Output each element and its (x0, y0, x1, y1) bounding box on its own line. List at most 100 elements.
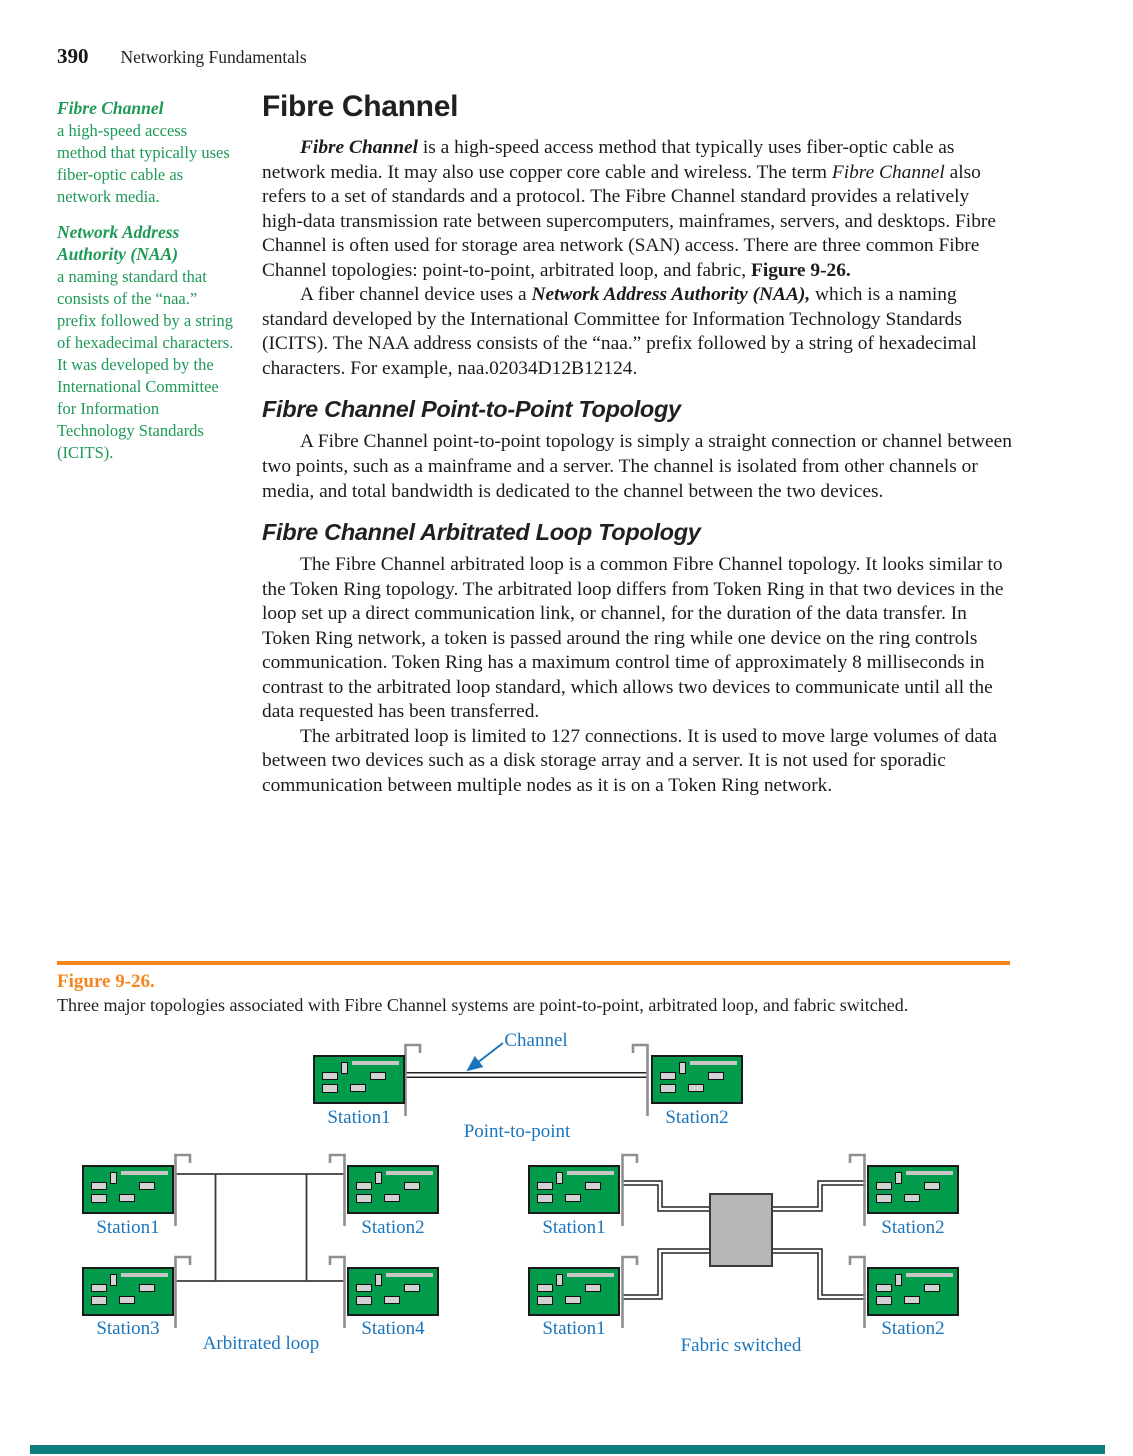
subsection-heading-arbitrated-loop: Fibre Channel Arbitrated Loop Topology (262, 519, 701, 546)
network-card (82, 1267, 174, 1316)
chip (876, 1284, 892, 1293)
fabric-switch (709, 1193, 773, 1267)
station-label: Station2 (881, 1217, 945, 1238)
chip (375, 1171, 382, 1184)
station-label: Station3 (96, 1318, 160, 1339)
network-card (651, 1055, 743, 1104)
station-label: Station1 (96, 1217, 160, 1238)
station-label: Station1 (542, 1318, 606, 1339)
chip (356, 1296, 372, 1305)
chip (565, 1193, 582, 1202)
card-connector-strip (120, 1171, 168, 1176)
definition-text: a high-speed access method that typicall… (57, 120, 230, 206)
definition-block-fibre-channel: Fibre Channel a high-speed access method… (57, 97, 240, 208)
chip (404, 1181, 421, 1190)
station-label: Station2 (665, 1107, 729, 1128)
chip (556, 1273, 563, 1286)
network-card (867, 1267, 959, 1316)
chapter-title: Networking Fundamentals (120, 47, 307, 67)
figure-9-26-diagram: Channel Station1 Station2 Point-to-point… (0, 1030, 1133, 1390)
chip (895, 1171, 902, 1184)
chip (904, 1193, 921, 1202)
chip (404, 1283, 421, 1292)
chip (585, 1181, 602, 1190)
chip (904, 1295, 921, 1304)
chip (322, 1084, 338, 1093)
channel-arrow (466, 1042, 504, 1072)
chip (679, 1061, 686, 1074)
page-number: 390 (57, 44, 89, 68)
chip (356, 1284, 372, 1293)
chip (708, 1071, 725, 1080)
chip (119, 1193, 136, 1202)
chip (384, 1295, 401, 1304)
chip (537, 1182, 553, 1191)
card-connector-strip (905, 1273, 953, 1278)
chip (537, 1194, 553, 1203)
network-card (347, 1267, 439, 1316)
body-paragraph: A Fibre Channel point-to-point topology … (262, 431, 1012, 502)
chip (139, 1181, 156, 1190)
section-heading: Fibre Channel (262, 90, 459, 123)
chip (341, 1061, 348, 1074)
chip (876, 1182, 892, 1191)
body-paragraph: The arbitrated loop is limited to 127 co… (262, 725, 998, 797)
chip (924, 1283, 941, 1292)
network-card (528, 1267, 620, 1316)
main-text-column: Fibre Channel Fibre Channel is a high-sp… (262, 90, 1014, 799)
page-header: 390 Networking Fundamentals (57, 44, 307, 69)
chip (91, 1182, 107, 1191)
chip (110, 1273, 117, 1286)
network-card (82, 1165, 174, 1214)
chip (91, 1194, 107, 1203)
figure-label: Figure 9-26. (57, 971, 155, 992)
chip (924, 1181, 941, 1190)
card-connector-strip (120, 1273, 168, 1278)
card-brackets (174, 1043, 866, 1328)
station-label: Station1 (542, 1217, 606, 1238)
chip (895, 1273, 902, 1286)
chip (356, 1182, 372, 1191)
chip (660, 1084, 676, 1093)
chip (537, 1296, 553, 1305)
card-connector-strip (351, 1061, 399, 1066)
station-label: Station4 (361, 1318, 425, 1339)
diagram-connection-lines (174, 1042, 866, 1328)
chip (110, 1171, 117, 1184)
chip (322, 1072, 338, 1081)
chip (139, 1283, 156, 1292)
card-connector-strip (689, 1061, 737, 1066)
chip (565, 1295, 582, 1304)
card-connector-strip (566, 1273, 614, 1278)
network-card (347, 1165, 439, 1214)
network-card (867, 1165, 959, 1214)
page-footer-bar (30, 1445, 1105, 1454)
chip (384, 1193, 401, 1202)
card-connector-strip (566, 1171, 614, 1176)
fabric-switched-lines (622, 1180, 866, 1300)
chip (356, 1194, 372, 1203)
topology-label-fabric-switched: Fabric switched (680, 1335, 802, 1356)
arbitrated-loop-lines (175, 1173, 345, 1282)
chip (537, 1284, 553, 1293)
definition-term: Network Address Authority (NAA) (57, 221, 180, 265)
body-paragraph: A fiber channel device uses a Network Ad… (262, 284, 977, 379)
body-paragraph: Fibre Channel is a high-speed access met… (262, 137, 996, 281)
chip (876, 1194, 892, 1203)
body-paragraph: The Fibre Channel arbitrated loop is a c… (262, 554, 1004, 723)
channel-label: Channel (504, 1030, 568, 1051)
chip (91, 1284, 107, 1293)
chip (370, 1071, 387, 1080)
figure-caption: Three major topologies associated with F… (57, 995, 909, 1015)
topology-label-arbitrated-loop: Arbitrated loop (202, 1333, 320, 1354)
definition-text: a naming standard that consists of the “… (57, 267, 234, 462)
chip (91, 1296, 107, 1305)
network-card (528, 1165, 620, 1214)
definition-block-naa: Network Address Authority (NAA) a naming… (57, 221, 240, 464)
chip (688, 1083, 705, 1092)
definition-term: Fibre Channel (57, 98, 164, 118)
chip (585, 1283, 602, 1292)
network-card (313, 1055, 405, 1104)
chip (556, 1171, 563, 1184)
